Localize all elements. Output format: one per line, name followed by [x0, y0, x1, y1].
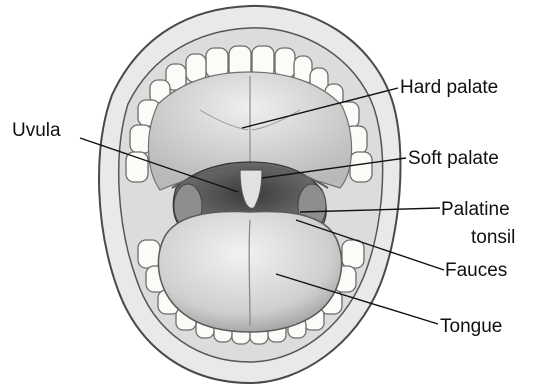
label-palatine-tonsil-line2: tonsil [471, 227, 515, 249]
label-uvula: Uvula [12, 120, 61, 142]
label-soft-palate: Soft palate [408, 148, 499, 170]
label-palatine-tonsil-line1: Palatine [441, 199, 510, 221]
label-hard-palate: Hard palate [400, 77, 498, 99]
label-fauces: Fauces [445, 260, 507, 282]
label-tongue: Tongue [440, 316, 502, 338]
